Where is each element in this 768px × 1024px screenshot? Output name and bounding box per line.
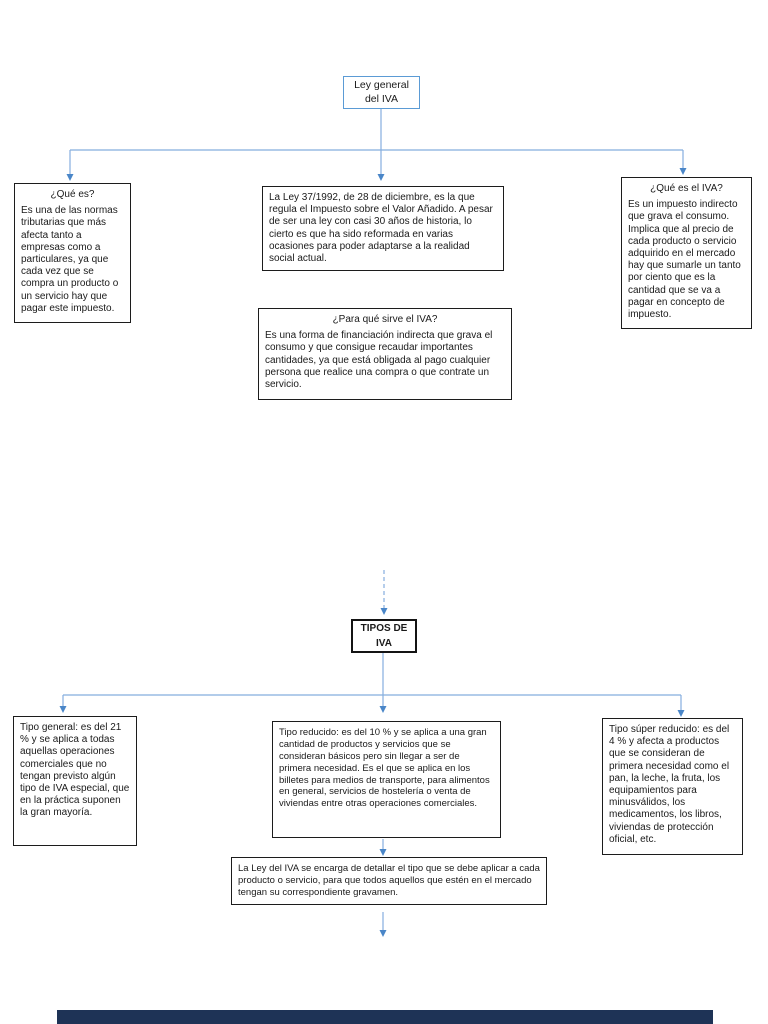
node-que-es-body: Es una de las normas tributarias que más… [21, 205, 119, 314]
node-ley-general-label: Ley general del IVA [354, 78, 409, 105]
node-ley-37-1992: La Ley 37/1992, de 28 de diciembre, es l… [262, 186, 504, 272]
next-page-edge [57, 1010, 713, 1024]
node-tipo-reducido-body: Tipo reducido: es del 10 % y se aplica a… [279, 727, 490, 810]
node-que-es-el-iva-body: Es un impuesto indirecto que grava el co… [628, 199, 741, 320]
arrow-down-icon [379, 706, 387, 713]
node-ley-37-1992-body: La Ley 37/1992, de 28 de diciembre, es l… [269, 192, 493, 264]
arrow-down-icon [379, 930, 387, 937]
node-ley-detalla-tipo: La Ley del IVA se encarga de detallar el… [231, 857, 547, 905]
node-para-que-sirve-title: ¿Para qué sirve el IVA? [332, 314, 438, 325]
node-ley-general: Ley general del IVA [343, 76, 420, 109]
arrow-down-icon [677, 710, 685, 717]
node-tipo-super-reducido-body: Tipo súper reducido: es del 4 % y afecta… [609, 724, 730, 845]
arrow-down-icon [679, 168, 687, 175]
node-tipo-general-body: Tipo general: es del 21 % y se aplica a … [20, 722, 130, 819]
arrow-down-icon [66, 174, 74, 181]
node-que-es: ¿Qué es? Es una de las normas tributaria… [14, 183, 131, 323]
node-tipos-de-iva: TIPOS DE IVA [351, 619, 417, 653]
node-tipos-de-iva-label: TIPOS DE IVA [360, 623, 408, 649]
node-que-es-title: ¿Qué es? [50, 189, 95, 200]
arrow-down-icon [380, 608, 388, 615]
arrow-down-icon [379, 849, 387, 856]
arrow-down-icon [377, 174, 385, 181]
node-que-es-el-iva-title: ¿Qué es el IVA? [650, 183, 723, 194]
arrow-down-icon [59, 706, 67, 713]
node-tipo-general: Tipo general: es del 21 % y se aplica a … [13, 716, 137, 846]
node-tipo-reducido: Tipo reducido: es del 10 % y se aplica a… [272, 721, 501, 838]
node-para-que-sirve: ¿Para qué sirve el IVA? Es una forma de … [258, 308, 512, 400]
node-tipo-super-reducido: Tipo súper reducido: es del 4 % y afecta… [602, 718, 743, 855]
node-que-es-el-iva: ¿Qué es el IVA? Es un impuesto indirecto… [621, 177, 752, 329]
node-ley-detalla-tipo-body: La Ley del IVA se encarga de detallar el… [238, 863, 540, 898]
node-para-que-sirve-body: Es una forma de financiación indirecta q… [265, 330, 493, 390]
